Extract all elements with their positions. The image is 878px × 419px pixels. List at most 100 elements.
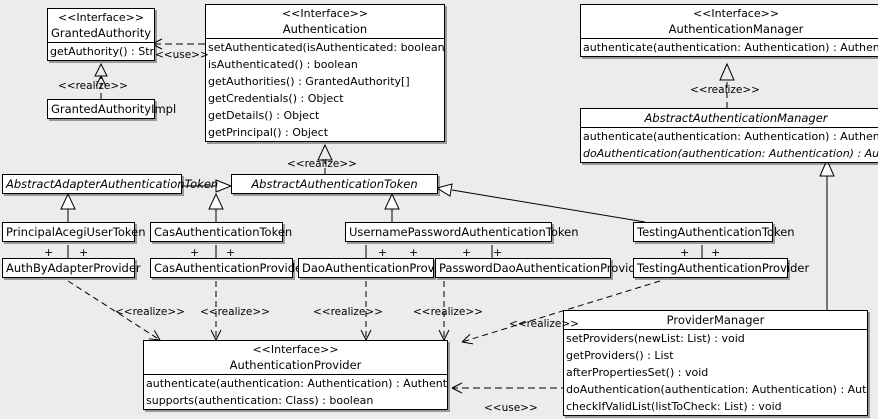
class-header: <<Interface>> GrantedAuthority <box>48 9 154 42</box>
class-header: PrincipalAcegiUserToken <box>3 223 146 241</box>
assoc-plus-marker: + <box>409 246 419 259</box>
class-authentication[interactable]: <<Interface>> Authentication setAuthenti… <box>205 4 445 142</box>
class-header: <<Interface>> AuthenticationProvider <box>144 341 447 374</box>
assoc-plus-marker: + <box>462 246 472 259</box>
edge-label-realize-abstract-authentication-manager: <<realize>> <box>690 84 760 96</box>
class-provider-manager[interactable]: ProviderManager setProviders(newList: Li… <box>563 310 868 416</box>
class-testing-authentication-token[interactable]: TestingAuthenticationToken <box>633 222 795 242</box>
member-row: setAuthenticated(isAuthenticated: boolea… <box>208 41 444 54</box>
member-row: getAuthorities() : GrantedAuthority[] <box>208 75 410 88</box>
class-name: AbstractAuthenticationManager <box>644 111 828 125</box>
class-name: GrantedAuthorityImpl <box>51 102 177 116</box>
class-header: PasswordDaoAuthenticationProvider <box>436 259 648 277</box>
class-abstract-adapter-authentication-token[interactable]: AbstractAdapterAuthenticationToken <box>2 174 219 194</box>
class-abstract-authentication-token[interactable]: AbstractAuthenticationToken <box>231 174 438 194</box>
class-name: AbstractAuthenticationToken <box>251 177 418 191</box>
assoc-plus-marker: + <box>680 246 690 259</box>
class-members: getAuthority() : String <box>48 42 154 60</box>
member-row: supports(authentication: Class) : boolea… <box>146 394 374 407</box>
member-row: setProviders(newList: List) : void <box>566 332 745 345</box>
class-cas-authentication-token[interactable]: CasAuthenticationToken <box>150 222 293 242</box>
edge-label-realize-cas-authentication-provider: <<realize>> <box>200 306 270 318</box>
class-name: ProviderManager <box>666 313 765 327</box>
edge-label-realize-abstract-authentication-token: <<realize>> <box>287 158 357 170</box>
edge-label-use-provider-manager-authentication-provider: <<use>> <box>484 402 538 414</box>
stereotype-label: <<Interface>> <box>252 343 339 356</box>
class-name: TestingAuthenticationToken <box>637 225 795 239</box>
assoc-plus-marker: + <box>493 246 503 259</box>
member-row: authenticate(authentication: Authenticat… <box>583 130 878 143</box>
edge-label-realize-testing-authentication-provider: <<realize>> <box>509 318 579 330</box>
class-header: AbstractAuthenticationManager <box>581 109 878 127</box>
assoc-plus-marker: + <box>711 246 721 259</box>
assoc-plus-marker: + <box>226 246 236 259</box>
member-row: getAuthority() : String <box>50 45 154 58</box>
class-members: setAuthenticated(isAuthenticated: boolea… <box>206 38 444 141</box>
class-header: DaoAuthenticationProvider <box>299 259 457 277</box>
member-row: getCredentials() : Object <box>208 92 344 105</box>
edge-label-realize-dao-authentication-provider: <<realize>> <box>313 306 383 318</box>
member-row: getProviders() : List <box>566 349 674 362</box>
class-header: CasAuthenticationToken <box>151 223 293 241</box>
class-name: CasAuthenticationToken <box>154 225 293 239</box>
class-header: AuthByAdapterProvider <box>3 259 141 277</box>
member-row: authenticate(authentication: Authenticat… <box>583 41 878 54</box>
assoc-plus-marker: + <box>190 246 200 259</box>
class-testing-authentication-provider[interactable]: TestingAuthenticationProvider <box>633 258 810 278</box>
edge-generalize-testing-authentication-token <box>435 183 646 223</box>
edge-label-realize-auth-by-adapter-provider: <<realize>> <box>115 306 185 318</box>
class-username-password-authentication-token[interactable]: UsernamePasswordAuthenticationToken <box>345 222 579 242</box>
class-cas-authentication-provider[interactable]: CasAuthenticationProvider <box>150 258 307 278</box>
class-granted-authority-impl[interactable]: GrantedAuthorityImpl <box>47 99 177 119</box>
edge-generalize-username-password-authentication-token <box>384 192 400 222</box>
class-header: GrantedAuthorityImpl <box>48 100 177 118</box>
class-abstract-authentication-manager[interactable]: AbstractAuthenticationManager authentica… <box>580 108 878 163</box>
class-granted-authority[interactable]: <<Interface>> GrantedAuthority getAuthor… <box>47 8 155 61</box>
assoc-plus-marker: + <box>44 246 54 259</box>
class-header: <<Interface>> Authentication <box>206 5 444 38</box>
class-authentication-provider[interactable]: <<Interface>> AuthenticationProvider aut… <box>143 340 448 410</box>
edge-generalize-provider-manager-to-abstract-authentication-manager <box>819 158 835 310</box>
member-row: doAuthentication(authentication: Authent… <box>583 147 878 160</box>
member-row: afterPropertiesSet() : void <box>566 366 709 379</box>
class-header: TestingAuthenticationToken <box>634 223 795 241</box>
edge-generalize-cas-authentication-token <box>208 192 224 222</box>
class-header: AbstractAdapterAuthenticationToken <box>3 175 219 193</box>
class-header: UsernamePasswordAuthenticationToken <box>346 223 579 241</box>
class-members: setProviders(newList: List) : void getPr… <box>564 329 867 415</box>
member-row: getDetails() : Object <box>208 109 320 122</box>
class-header: AbstractAuthenticationToken <box>232 175 437 193</box>
assoc-plus-marker: + <box>378 246 388 259</box>
member-row: authenticate(authentication: Authenticat… <box>146 377 447 390</box>
class-name: GrantedAuthority <box>50 26 152 40</box>
class-members: authenticate(authentication: Authenticat… <box>581 38 878 56</box>
class-name: AuthenticationManager <box>668 22 804 36</box>
class-name: PasswordDaoAuthenticationProvider <box>439 261 648 275</box>
class-name: DaoAuthenticationProvider <box>302 261 457 275</box>
class-name: AbstractAdapterAuthenticationToken <box>6 177 219 191</box>
edge-label-realize-granted-authority-impl: <<realize>> <box>58 80 128 92</box>
edge-generalize-principal-acegi-user-token <box>60 192 76 222</box>
assoc-plus-marker: + <box>79 246 89 259</box>
class-password-dao-authentication-provider[interactable]: PasswordDaoAuthenticationProvider <box>435 258 648 278</box>
class-header: CasAuthenticationProvider <box>151 259 307 277</box>
stereotype-label: <<Interface>> <box>57 11 145 24</box>
class-name: AuthenticationProvider <box>229 358 362 372</box>
member-row: isAuthenticated() : boolean <box>208 58 358 71</box>
class-name: UsernamePasswordAuthenticationToken <box>349 225 579 239</box>
class-header: ProviderManager <box>564 311 867 329</box>
member-row: doAuthentication(authentication: Authent… <box>566 383 867 396</box>
class-principal-acegi-user-token[interactable]: PrincipalAcegiUserToken <box>2 222 146 242</box>
class-dao-authentication-provider[interactable]: DaoAuthenticationProvider <box>298 258 457 278</box>
member-row: checkIfValidList(listToCheck: List) : vo… <box>566 400 782 413</box>
stereotype-label: <<Interface>> <box>281 7 369 20</box>
class-authentication-manager[interactable]: <<Interface>> AuthenticationManager auth… <box>580 4 878 57</box>
edge-label-realize-password-dao-authentication-provider: <<realize>> <box>413 306 483 318</box>
class-auth-by-adapter-provider[interactable]: AuthByAdapterProvider <box>2 258 141 278</box>
class-header: <<Interface>> AuthenticationManager <box>581 5 878 38</box>
edge-label-use-authentication-granted-authority: <<use>> <box>155 49 209 61</box>
member-row: getPrincipal() : Object <box>208 126 329 139</box>
class-members: authenticate(authentication: Authenticat… <box>144 374 447 409</box>
class-name: TestingAuthenticationProvider <box>637 261 810 275</box>
